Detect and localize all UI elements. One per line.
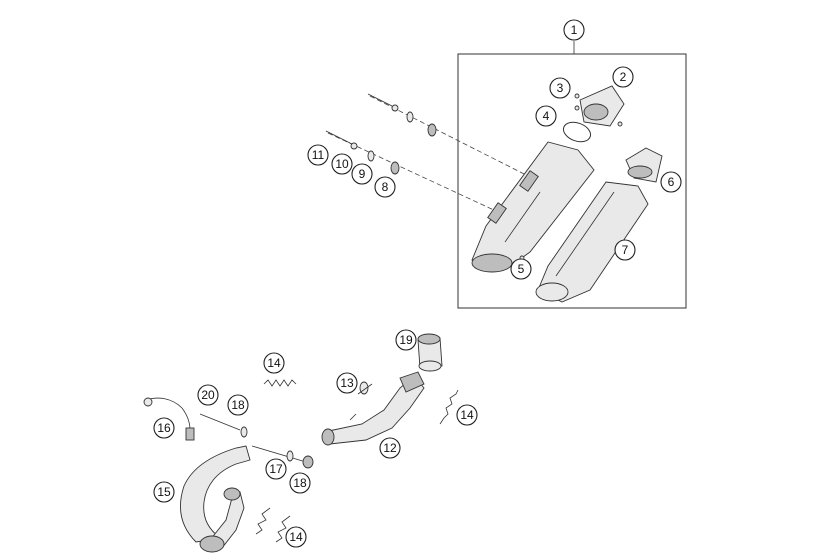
callout-4-label: 4 xyxy=(543,109,550,123)
clamp xyxy=(357,381,373,395)
spring-upper xyxy=(263,379,297,387)
callout-14a-label: 14 xyxy=(267,356,281,370)
connection-sleeve xyxy=(417,333,443,372)
callout-9-label: 9 xyxy=(359,167,366,181)
callout-14c-label: 14 xyxy=(289,530,303,544)
callout-14a: 14 xyxy=(263,352,285,374)
bushing-8 xyxy=(390,161,400,175)
callout-18a-label: 18 xyxy=(231,398,245,412)
lambda-sensor xyxy=(143,397,195,441)
callout-13-label: 13 xyxy=(340,376,354,390)
callout-5: 5 xyxy=(510,258,532,280)
bolt-20-stack xyxy=(199,413,248,438)
callout-6-label: 6 xyxy=(668,175,675,189)
callout-3-label: 3 xyxy=(557,81,564,95)
washer-10 xyxy=(350,142,358,150)
silencer-cover xyxy=(535,181,649,303)
callout-19: 19 xyxy=(395,329,417,351)
callout-8-label: 8 xyxy=(382,180,389,194)
spring-lower-right xyxy=(275,515,291,543)
bolt-axis-upper xyxy=(369,95,533,179)
cover-cap xyxy=(625,147,663,183)
callout-2-label: 2 xyxy=(620,70,627,84)
callout-8: 8 xyxy=(374,176,396,198)
lower-bolt-stack xyxy=(325,130,400,175)
callout-18b: 18 xyxy=(289,472,311,494)
callout-16: 16 xyxy=(153,417,175,439)
upper-bolt-stack xyxy=(367,93,437,137)
bolt-axis-lower xyxy=(327,132,499,213)
callout-14b-label: 14 xyxy=(460,408,474,422)
callout-3: 3 xyxy=(549,77,571,99)
callout-12-label: 12 xyxy=(383,441,397,455)
silencer-assembly-frame xyxy=(457,53,687,309)
callout-11-label: 11 xyxy=(312,148,325,162)
callout-15: 15 xyxy=(153,481,175,503)
callout-16-label: 16 xyxy=(157,421,171,435)
gasket-ring xyxy=(562,121,592,143)
callout-20: 20 xyxy=(197,384,219,406)
bolt-11 xyxy=(325,130,353,145)
callout-12: 12 xyxy=(379,437,401,459)
callout-7: 7 xyxy=(614,239,636,261)
callout-1-label: 1 xyxy=(571,23,578,37)
callout-7-label: 7 xyxy=(622,243,629,257)
spring-right xyxy=(439,389,459,425)
callout-4: 4 xyxy=(535,105,557,127)
callout-2: 2 xyxy=(612,66,634,88)
callout-19-label: 19 xyxy=(399,333,413,347)
callout-10: 10 xyxy=(331,153,353,175)
callout-13: 13 xyxy=(336,372,358,394)
callout-20-label: 20 xyxy=(201,388,215,402)
callout-17: 17 xyxy=(265,458,287,480)
callout-14c: 14 xyxy=(285,526,307,548)
callout-15-label: 15 xyxy=(157,485,171,499)
callout-9: 9 xyxy=(351,163,373,185)
middle-pipe xyxy=(321,371,425,446)
callout-18b-label: 18 xyxy=(293,476,307,490)
callout-11: 11 xyxy=(307,144,329,166)
end-cap xyxy=(574,85,625,127)
callout-18a: 18 xyxy=(227,394,249,416)
callout-17-label: 17 xyxy=(269,462,283,476)
callout-6: 6 xyxy=(660,171,682,193)
callout-14b: 14 xyxy=(456,404,478,426)
spring-lower-left xyxy=(255,507,271,535)
washer-9 xyxy=(367,150,375,162)
header-pipe xyxy=(179,445,251,553)
callout-1: 1 xyxy=(563,19,585,41)
callout-10-label: 10 xyxy=(335,157,349,171)
flange-fasteners xyxy=(251,445,314,469)
callout-5-label: 5 xyxy=(518,262,525,276)
